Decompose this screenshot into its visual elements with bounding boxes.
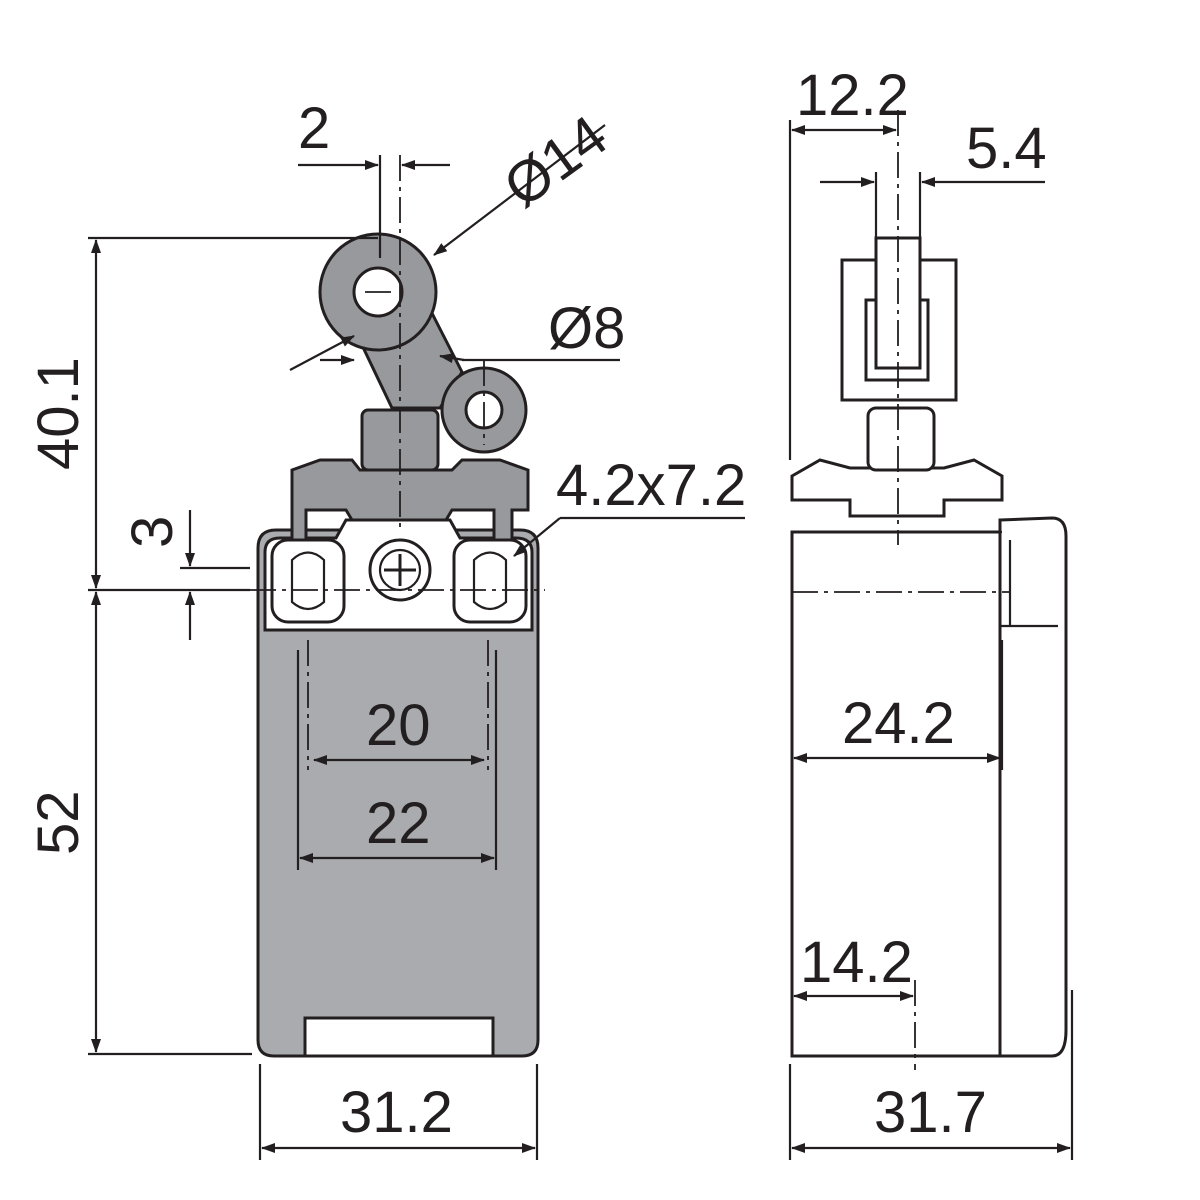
dim-roller-offset: 2 [298, 96, 330, 161]
front-view [250, 155, 545, 1058]
dim-actuator-offset: 12.2 [796, 63, 909, 128]
dim-roller-width: 5.4 [966, 116, 1047, 181]
dim-mount-depth: 24.2 [842, 691, 955, 756]
dim-mount-offset: 3 [120, 516, 185, 548]
dim-roller-diameter: Ø14 [492, 103, 619, 220]
cover-screw [368, 538, 432, 602]
side-head [790, 458, 1004, 518]
dim-actuator-height: 40.1 [26, 357, 91, 470]
dim-body-depth: 31.7 [874, 1080, 987, 1145]
dimension-labels: 2 Ø14 Ø8 4.2x7.2 40.1 3 52 20 22 31.2 12… [26, 63, 1047, 1145]
dim-shaft-diameter: Ø8 [548, 296, 625, 361]
dim-bottom-offset: 14.2 [800, 930, 913, 995]
side-plunger [866, 406, 936, 472]
dim-body-height: 52 [26, 790, 91, 855]
dim-hole-spacing-inner: 20 [366, 693, 431, 758]
side-cover [998, 516, 1068, 1058]
dim-body-width: 31.2 [340, 1080, 453, 1145]
bottom-slot [303, 1016, 495, 1058]
dim-hole-spacing-outer: 22 [366, 791, 431, 856]
dimension-lines [88, 120, 1074, 1160]
mounting-slot-right [452, 538, 528, 624]
side-view [790, 110, 1068, 1070]
front-body [256, 528, 540, 1058]
mounting-slot-left [270, 538, 346, 624]
dim-slot-size: 4.2x7.2 [556, 453, 746, 518]
